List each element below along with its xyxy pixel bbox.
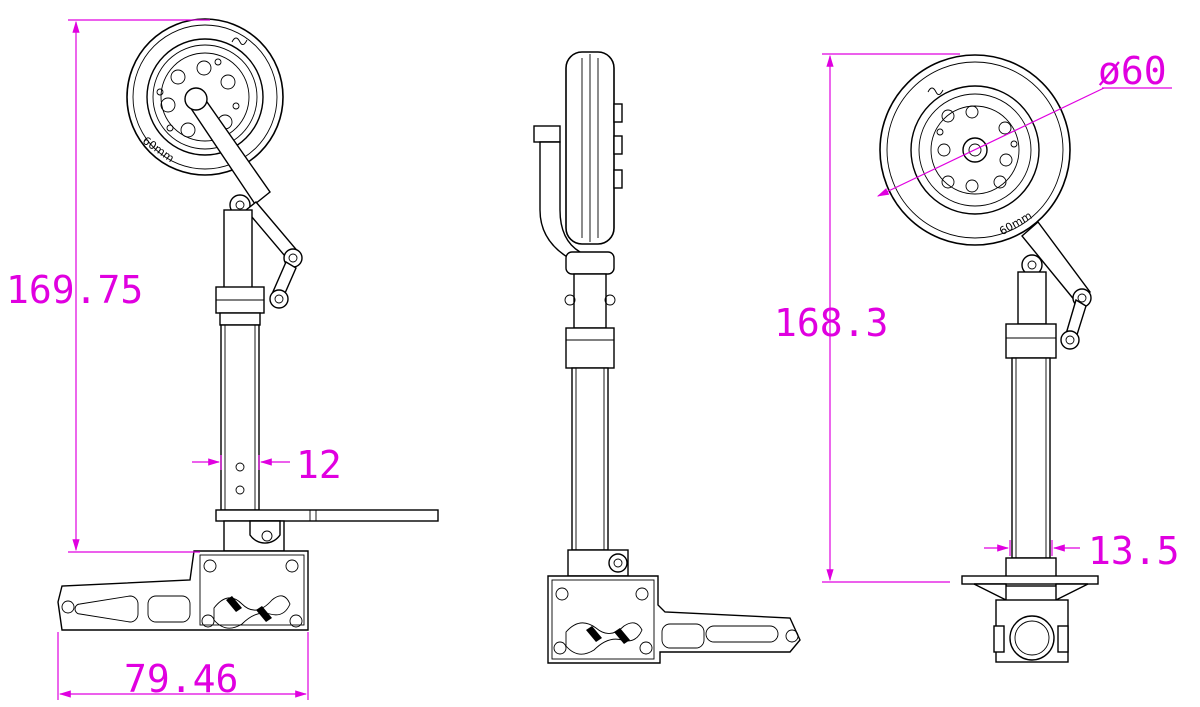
right-mount: [961, 557, 1099, 663]
left-strut-label: 12: [296, 443, 342, 487]
middle-strut: [564, 251, 629, 577]
right-wheel-logo: [927, 87, 944, 95]
right-height-label: 168.3: [774, 301, 888, 345]
left-mount-plate: [215, 509, 439, 552]
right-dimensions: 168.3 13.5 ø60: [774, 49, 1180, 583]
left-height-label: 169.75: [6, 268, 143, 312]
left-width-label: 79.46: [124, 657, 238, 701]
middle-base-block: [547, 575, 801, 664]
left-view: 60mm: [6, 18, 439, 701]
left-strut: [215, 209, 265, 511]
right-strut-label: 13.5: [1088, 529, 1180, 573]
left-wheel-logo: [231, 37, 248, 45]
right-view: 60mm: [774, 49, 1180, 663]
left-base-block: [57, 550, 309, 631]
wheel-diameter-label: ø60: [1098, 49, 1167, 93]
middle-wheel: [533, 51, 623, 245]
left-dimensions: 169.75 79.46 12: [6, 19, 342, 701]
right-trailing-arm: [1021, 220, 1092, 350]
left-trailing-arm: [184, 87, 303, 309]
middle-view: [533, 51, 801, 664]
right-strut: [1005, 271, 1057, 559]
